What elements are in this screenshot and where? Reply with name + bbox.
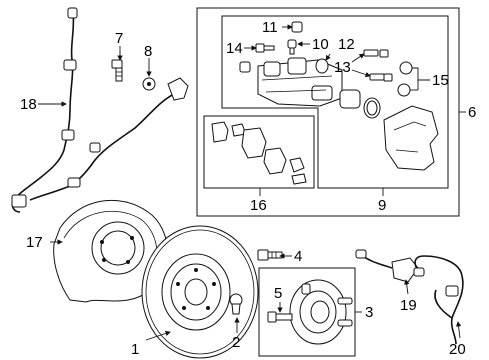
callout-18: 18 xyxy=(20,96,37,113)
abs-wire-20 xyxy=(413,255,464,345)
dust-shield xyxy=(53,199,169,303)
callout-9: 9 xyxy=(378,197,386,214)
pad-kit-box xyxy=(203,115,315,189)
callout-6: 6 xyxy=(468,104,476,121)
callout-1: 1 xyxy=(131,341,139,358)
washer-8 xyxy=(142,77,156,91)
callout-13: 13 xyxy=(334,59,351,76)
brake-rotor xyxy=(141,225,259,359)
callout-17: 17 xyxy=(26,234,43,251)
wheel-speed-sensor-wire xyxy=(11,7,189,213)
callout-20: 20 xyxy=(449,341,466,358)
guide-pins-13 xyxy=(363,49,393,82)
brake-pad-set xyxy=(211,121,307,185)
callout-7: 7 xyxy=(115,30,123,47)
clip-small xyxy=(239,61,251,73)
boots-15 xyxy=(397,61,413,97)
callout-16: 16 xyxy=(250,197,267,214)
caliper-bracket xyxy=(383,105,439,171)
bolt-14 xyxy=(255,43,275,53)
callout-14: 14 xyxy=(226,40,243,57)
abs-sensor-19 xyxy=(355,249,419,283)
leader-20 xyxy=(455,321,462,339)
wheel-hub xyxy=(289,279,353,345)
piston xyxy=(339,89,381,119)
leader-1 xyxy=(145,330,171,341)
caliper-body xyxy=(257,57,343,107)
bolt-4 xyxy=(257,249,283,261)
bleeder-cap-10 xyxy=(287,39,297,55)
boot-12 xyxy=(315,58,329,74)
callout-15: 15 xyxy=(432,72,449,89)
leader-13a xyxy=(351,53,365,63)
leader-13b xyxy=(351,69,371,78)
caliper-subassembly-box xyxy=(221,15,449,189)
wheel-stud-5 xyxy=(267,311,293,323)
bolt-7 xyxy=(111,59,123,82)
callout-2: 2 xyxy=(232,334,240,351)
leader-19 xyxy=(403,279,410,295)
leader-15 xyxy=(412,67,430,81)
callout-3: 3 xyxy=(365,304,373,321)
leader-12 xyxy=(325,53,331,61)
callout-4: 4 xyxy=(294,248,302,265)
callout-11: 11 xyxy=(262,19,278,36)
callout-12: 12 xyxy=(338,36,355,53)
callout-10: 10 xyxy=(312,36,329,53)
bleeder-screw-11 xyxy=(291,21,303,33)
callout-19: 19 xyxy=(400,297,417,314)
callout-5: 5 xyxy=(274,285,282,302)
callout-8: 8 xyxy=(144,43,152,60)
screw-2 xyxy=(229,293,243,315)
